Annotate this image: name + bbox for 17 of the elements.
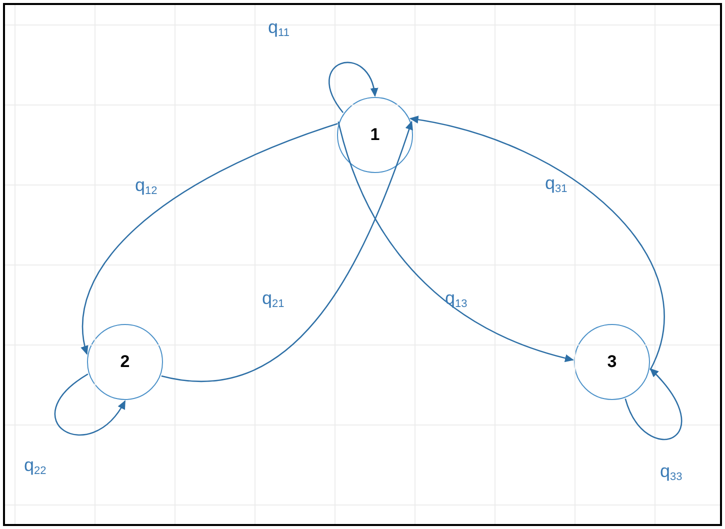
edge-label: q$_{22}$ [24, 454, 46, 479]
state-label: 1 [370, 124, 380, 146]
arrow [54, 374, 126, 436]
edge-label: q$_{12}$ [135, 174, 158, 199]
arrow [409, 116, 665, 370]
arrow [81, 122, 338, 355]
edge-label: q$_{11}$ [268, 16, 290, 41]
edge-label: q$_{21}$ [262, 287, 284, 312]
arrow [338, 121, 574, 362]
arrow [624, 368, 682, 440]
edge-label: q$_{33}$ [660, 460, 682, 485]
state-label: 3 [607, 351, 617, 374]
state-label: 2 [120, 351, 130, 374]
edge-label: q$_{31}$ [545, 172, 568, 197]
arrow [161, 120, 413, 382]
arrow [328, 62, 378, 113]
edge-label: q$_{13}$ [445, 287, 468, 312]
